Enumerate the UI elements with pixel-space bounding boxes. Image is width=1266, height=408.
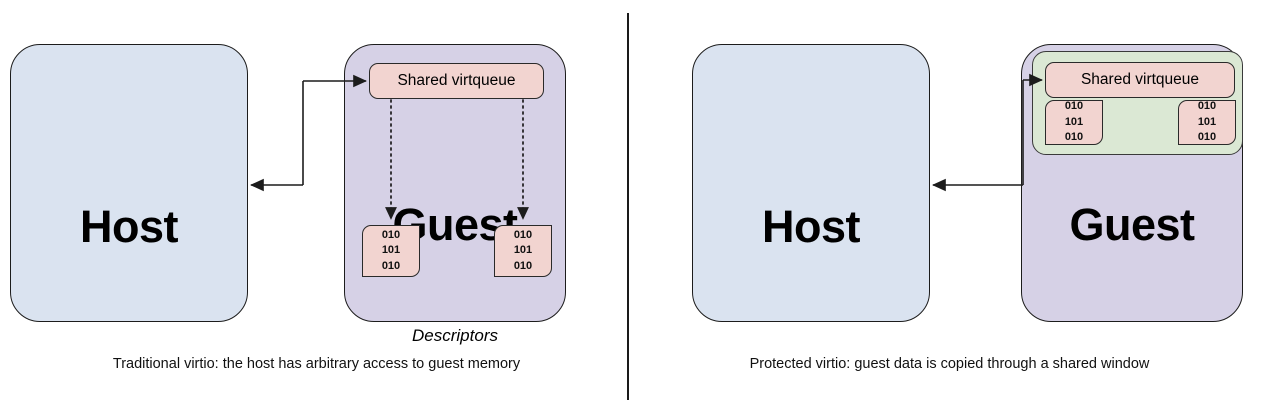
descriptor-block: 010 101 010 xyxy=(362,225,420,277)
host-label: Host xyxy=(80,201,179,252)
host-label: Host xyxy=(762,201,861,252)
shared-virtqueue-label: Shared virtqueue xyxy=(1080,71,1200,88)
descriptor-line: 101 xyxy=(381,244,401,257)
descriptor-line: 101 xyxy=(1064,115,1084,128)
descriptor-line: 010 xyxy=(513,228,533,241)
descriptor-line: 010 xyxy=(513,259,533,272)
panel-protected-virtio: Host Guest Shared virtqueue 010 101 010 … xyxy=(633,0,1266,408)
descriptor-line: 101 xyxy=(513,244,533,257)
host-box-traditional: Host xyxy=(10,44,248,322)
descriptors-label: Descriptors xyxy=(412,326,498,345)
descriptor-block: 010 101 010 xyxy=(1045,100,1103,145)
descriptor-line: 010 xyxy=(1064,131,1084,144)
shared-virtqueue-traditional: Shared virtqueue xyxy=(369,63,544,99)
panel-divider xyxy=(627,13,629,400)
panel-caption: Protected virtio: guest data is copied t… xyxy=(749,356,1150,372)
descriptor-line: 010 xyxy=(1197,100,1217,113)
shared-virtqueue-protected: Shared virtqueue xyxy=(1045,62,1235,98)
descriptor-line: 010 xyxy=(381,228,401,241)
descriptor-block: 010 101 010 xyxy=(494,225,552,277)
host-box-protected: Host xyxy=(692,44,930,322)
descriptor-line: 101 xyxy=(1197,115,1217,128)
descriptor-line: 010 xyxy=(1064,100,1084,113)
descriptor-line: 010 xyxy=(1197,131,1217,144)
shared-virtqueue-label: Shared virtqueue xyxy=(397,72,516,89)
panel-caption: Traditional virtio: the host has arbitra… xyxy=(112,356,521,372)
descriptor-line: 010 xyxy=(381,259,401,272)
panel-traditional-virtio: Host Guest Descriptors Shared virtqueue … xyxy=(10,44,566,372)
guest-label: Guest xyxy=(1069,199,1195,250)
descriptor-block: 010 101 010 xyxy=(1178,100,1236,145)
